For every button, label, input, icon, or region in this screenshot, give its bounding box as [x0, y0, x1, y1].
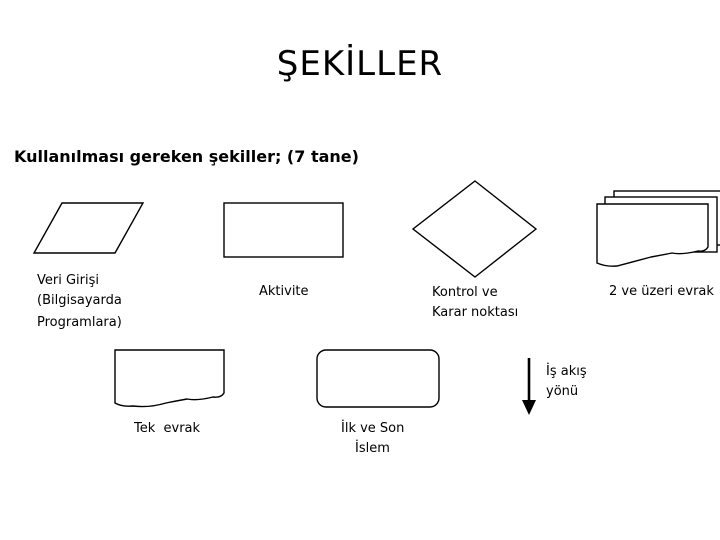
- label-line: Aktivite: [259, 284, 309, 299]
- label-line: (Bilgisayarda: [37, 293, 122, 308]
- flow-direction-label: İş akış yönü: [546, 362, 587, 402]
- activity-label: Aktivite: [259, 282, 309, 302]
- data-input-label: Veri Girişi (Bilgisayarda Programlara): [37, 271, 122, 333]
- label-line: Karar noktası: [432, 305, 519, 320]
- parallelogram-shape: [32, 202, 145, 254]
- label-line: yönü: [546, 384, 579, 399]
- decision-label: Kontrol ve Karar noktası: [432, 283, 518, 323]
- label-line: İlk ve Son: [341, 421, 405, 436]
- diamond-shape: [411, 180, 538, 278]
- label-line: Veri Girişi: [37, 273, 99, 288]
- single-document-label: Tek evrak: [134, 419, 200, 439]
- rounded-rectangle-shape: [316, 349, 440, 408]
- document-sheet-front: [596, 203, 709, 267]
- label-line: 2 ve üzeri evrak: [609, 284, 714, 299]
- label-line: Tek evrak: [134, 421, 201, 436]
- document-shape: [114, 349, 225, 408]
- label-line: Programlara): [37, 315, 122, 330]
- label-line: İş akış: [546, 364, 587, 379]
- multi-document-label: 2 ve üzeri evrak: [609, 282, 714, 302]
- label-line: İslem: [355, 441, 390, 456]
- rectangle-shape: [223, 202, 344, 258]
- terminator-label: İlk ve Son İslem: [341, 419, 404, 459]
- subtitle: Kullanılması gereken şekiller; (7 tane): [14, 147, 359, 166]
- label-line: Kontrol ve: [432, 285, 498, 300]
- flow-arrow-head: [522, 400, 536, 415]
- page-title: ŞEKİLLER: [276, 44, 444, 84]
